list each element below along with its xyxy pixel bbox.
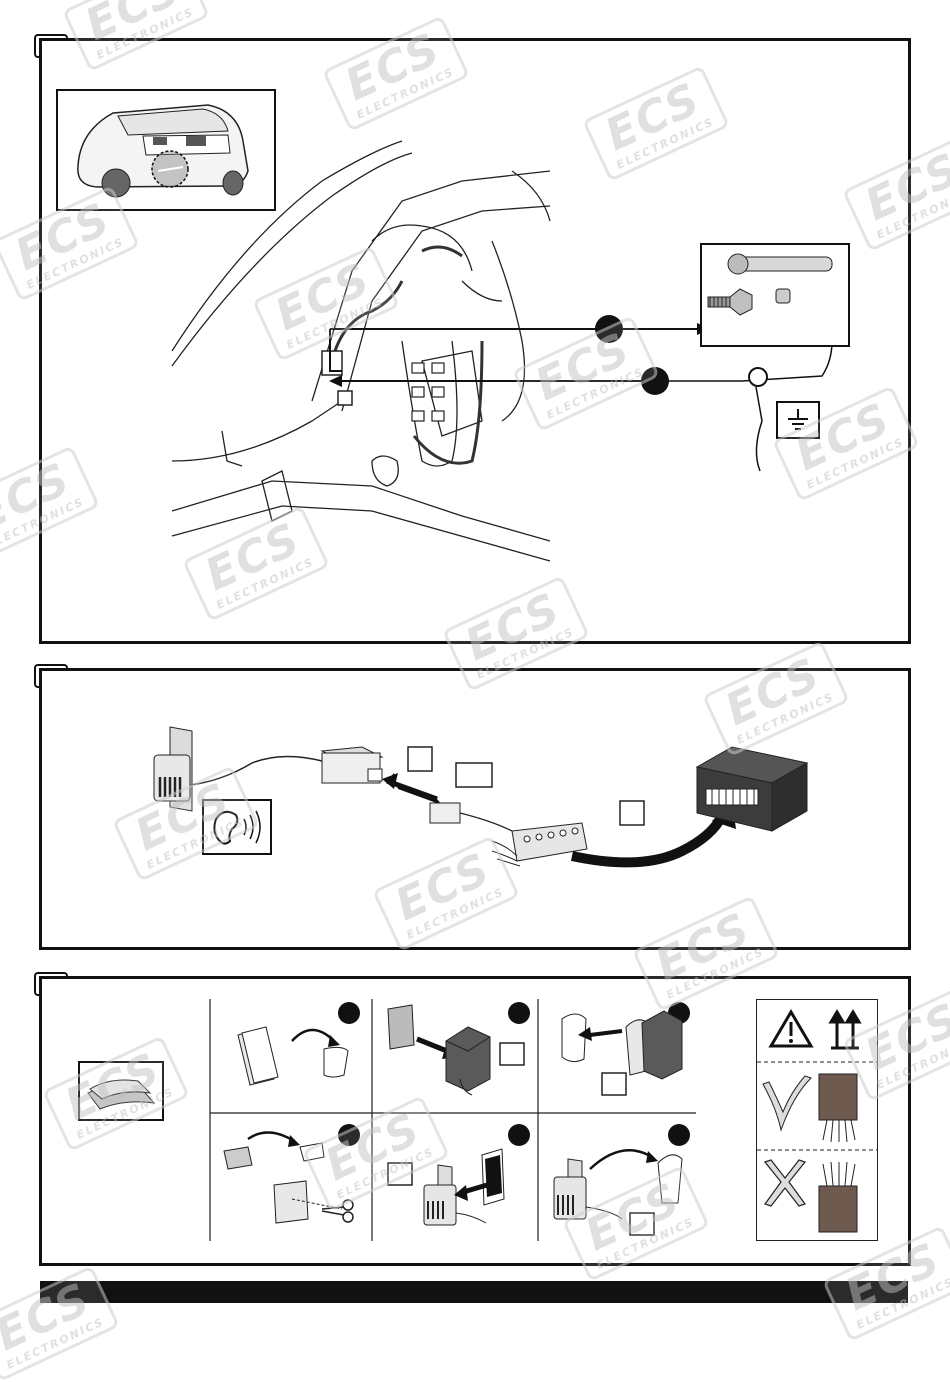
callout-marker-a [595,315,623,343]
adhesive-pad-icon [87,1079,156,1110]
steps-grid [209,999,696,1241]
warning-triangle-icon [768,1009,814,1048]
panel-1-installation-location [39,38,911,644]
ring-terminal-wire [748,367,768,472]
ground-symbol-icon [788,409,808,430]
ear-sound-icon [213,810,261,845]
panel-2-connection [39,668,911,950]
adhesive-pad-box [78,1061,164,1121]
check-icon [762,1075,812,1132]
callout-marker-b [641,367,669,395]
wrench-screw-nut-icon [707,253,833,316]
panel-3-mounting-steps [39,976,911,1266]
this-way-up-icon [828,1009,862,1050]
ear-sound-box [202,799,272,855]
vehicle-body-wiring-diagram [171,140,833,562]
car-rear-illustration [77,104,249,198]
cross-icon [763,1159,807,1207]
wiring-connection-diagram [153,726,809,868]
orientation-guide [757,1009,877,1233]
ground-symbol-box [776,401,820,439]
footer-bar [40,1281,908,1303]
orientation-guide-box [756,999,878,1241]
tools-kit-box [700,243,850,347]
car-inset-frame [56,89,276,211]
